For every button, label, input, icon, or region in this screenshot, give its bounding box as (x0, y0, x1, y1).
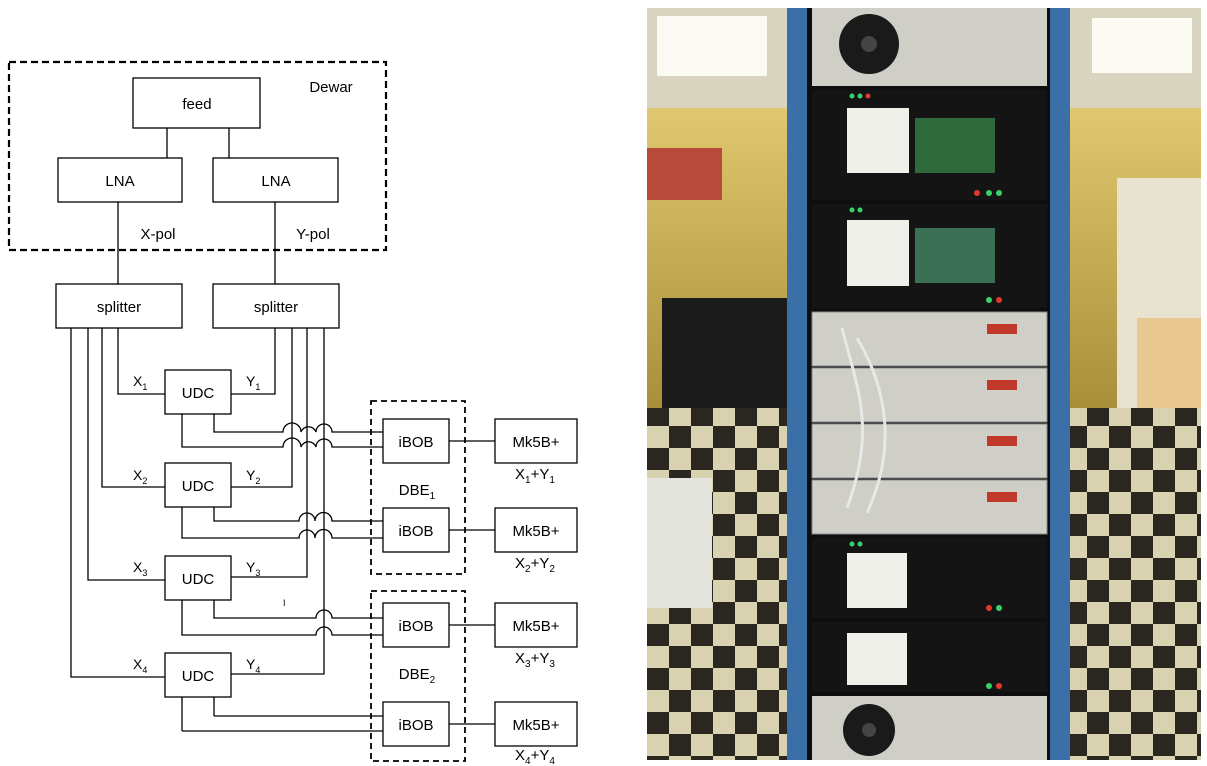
mk5b-label-2: Mk5B+ (512, 523, 559, 540)
converter-panel-3 (811, 423, 1048, 479)
x-label-2: X2 (133, 467, 147, 486)
converter-panel-1 (811, 311, 1048, 367)
printer (647, 478, 712, 608)
udc-label-1: UDC (182, 385, 215, 402)
ibob-label-1: iBOB (398, 434, 433, 451)
udc-box-2 (164, 462, 232, 508)
flag-poster (647, 148, 722, 200)
lna-label-y: LNA (261, 173, 290, 190)
udc-label-2: UDC (182, 478, 215, 495)
feed-box (132, 77, 261, 129)
lna-label-x: LNA (105, 173, 134, 190)
x-label-3: X3 (133, 559, 147, 578)
dbe-label-2: DBE2 (399, 666, 436, 686)
converter-panel-4 (811, 479, 1048, 535)
splitter-label-y: splitter (254, 299, 298, 316)
x-label-1: X1 (133, 373, 147, 392)
xpol-label: X-pol (140, 226, 175, 243)
lna-box-x (57, 157, 183, 203)
mk5b-output-1: X1+Y1 (515, 466, 555, 486)
signal-chain-diagram: Dewar feed LNA LNA X-pol Y-pol splitter … (7, 60, 578, 766)
mk5b-label-1: Mk5B+ (512, 434, 559, 451)
dewar-label: Dewar (309, 79, 352, 96)
feed-label: feed (182, 96, 211, 113)
ypol-label: Y-pol (296, 226, 330, 243)
ibob-label-3: iBOB (398, 618, 433, 635)
ibob-label-2: iBOB (398, 523, 433, 540)
ibob-box-3 (382, 602, 450, 648)
splitter-label-x: splitter (97, 299, 141, 316)
converter-panel-2 (811, 367, 1048, 423)
x-label-4: X4 (133, 656, 147, 675)
dbe-label-1: DBE1 (399, 482, 436, 502)
mk5b-output-4: X4+Y4 (515, 747, 555, 766)
mk5b-box-1 (494, 418, 578, 464)
mk5b-output-2: X2+Y2 (515, 555, 555, 575)
dbe-enclosure-1 (370, 400, 466, 575)
mk5b-output-3: X3+Y3 (515, 650, 555, 670)
mk5b-box-4 (494, 701, 578, 747)
udc-label-4: UDC (182, 668, 215, 685)
dbe-enclosure-2 (370, 590, 466, 762)
ibob-box-4 (382, 701, 450, 747)
ceiling-light-left (657, 16, 767, 76)
mk5b-box-2 (494, 507, 578, 553)
y-label-1: Y1 (246, 373, 260, 392)
mk5b-box-3 (494, 602, 578, 648)
mk5b-label-4: Mk5B+ (512, 717, 559, 734)
stray-mark: I (283, 598, 286, 608)
monitor (662, 298, 792, 418)
ibob-box-2 (382, 507, 450, 553)
mk5b-label-3: Mk5B+ (512, 618, 559, 635)
udc-box-3 (164, 555, 232, 601)
y-label-3: Y3 (246, 559, 260, 578)
ceiling-light-right (1092, 18, 1192, 73)
ibob-box-1 (382, 418, 450, 464)
dell-box (1137, 318, 1201, 418)
udc-box-4 (164, 652, 232, 698)
equipment-rack-photo (647, 8, 1201, 760)
udc-box-1 (164, 369, 232, 415)
lna-box-y (212, 157, 339, 203)
y-label-2: Y2 (246, 467, 260, 486)
splitter-box-x (55, 283, 183, 329)
splitter-box-y (212, 283, 340, 329)
ibob-label-4: iBOB (398, 717, 433, 734)
udc-label-3: UDC (182, 571, 215, 588)
y-label-4: Y4 (246, 656, 260, 675)
dewar-enclosure (7, 60, 388, 252)
